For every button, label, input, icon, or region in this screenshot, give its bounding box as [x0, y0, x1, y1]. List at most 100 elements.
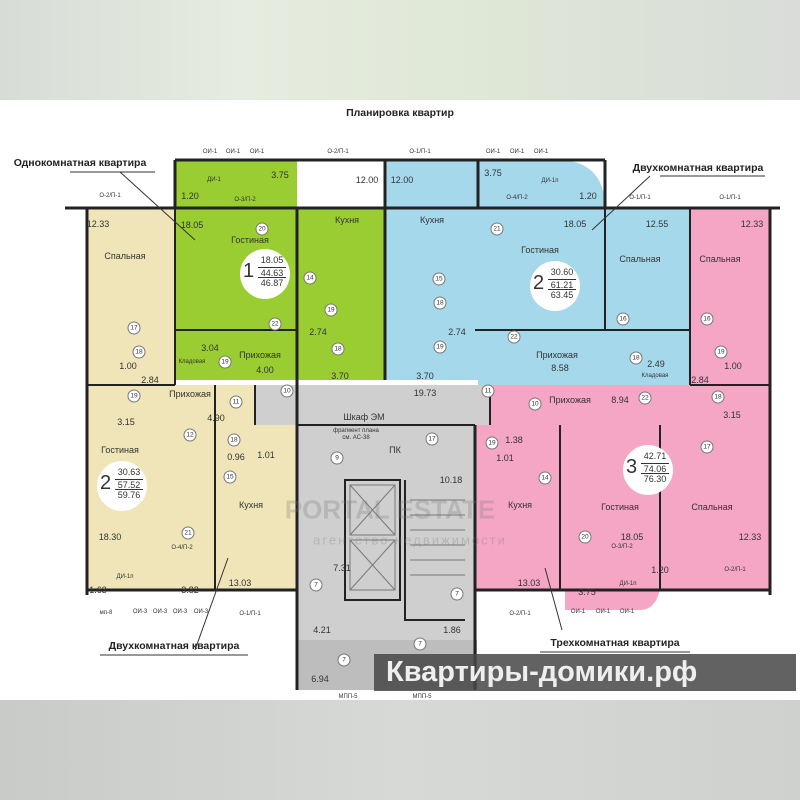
door-number: 18: [227, 433, 241, 447]
window-mark: ОИ-1: [509, 149, 525, 155]
door-number: 19: [324, 303, 338, 317]
room-area: 13.03: [517, 578, 541, 588]
window-mark: МПП-5: [412, 694, 432, 700]
door-number: 15: [432, 272, 446, 286]
room-name: Кухня: [419, 215, 445, 225]
label-one-room: Однокомнатная квартира: [13, 157, 147, 169]
door-number: 17: [700, 440, 714, 454]
room-area: 3.70: [331, 371, 349, 381]
room-area: 6.94: [311, 674, 329, 684]
window-mark: МПП-5: [338, 694, 358, 700]
room-name: Гостиная: [231, 235, 269, 245]
room-name: Спальная: [691, 502, 733, 512]
window-mark: ОИ-3: [193, 609, 209, 615]
room-area: 1.01: [496, 453, 514, 463]
door-number: 20: [578, 530, 592, 544]
room-area: 1.38: [505, 435, 523, 445]
room-area: 2.74: [309, 327, 327, 337]
door-number: 7: [309, 578, 323, 592]
room-area: 3.15: [723, 410, 741, 420]
room-area: 12.00: [390, 175, 414, 185]
door-mark: ДИ-1п: [541, 178, 559, 184]
window-mark: О-4/П-2: [171, 545, 193, 551]
room-area: 7.31: [333, 563, 351, 573]
door-number: 19: [433, 340, 447, 354]
window-mark: ОИ-1: [225, 149, 241, 155]
watermark-site-banner: Квартиры-домики.рф: [374, 654, 796, 691]
door-number: 20: [255, 222, 269, 236]
room-area: 4.21: [313, 625, 331, 635]
room-area: 12.33: [86, 219, 110, 229]
room-name: Гостиная: [601, 502, 639, 512]
room-area: 4.90: [207, 413, 225, 423]
room-area: 1.63: [89, 585, 107, 595]
window-mark: О-2/П-1: [724, 567, 746, 573]
door-number: 11: [481, 384, 495, 398]
door-mark: ДИ-1: [207, 177, 221, 183]
room-area: 0.96: [227, 452, 245, 462]
door-number: 16: [700, 312, 714, 326]
room-area: 12.33: [738, 532, 762, 542]
door-number: 16: [616, 312, 630, 326]
room-area: 2.84: [141, 375, 159, 385]
room-area: 3.82: [181, 585, 199, 595]
door-number: 14: [538, 471, 552, 485]
watermark-agency: агентство недвижимости: [313, 532, 507, 548]
door-number: 18: [132, 345, 146, 359]
window-mark: ОИ-1: [619, 609, 635, 615]
window-mark: ОИ-3: [132, 609, 148, 615]
room-area: 2.84: [691, 375, 709, 385]
room-name: Спальная: [104, 251, 146, 261]
room-area: 13.03: [228, 578, 252, 588]
door-number: 11: [229, 395, 243, 409]
room-area: 1.01: [257, 450, 275, 460]
room-name: Гостиная: [101, 445, 139, 455]
watermark-portal-estate: PORTAL ESTATE: [284, 494, 496, 525]
door-number: 18: [433, 296, 447, 310]
three-room-apartment-area: [475, 208, 770, 610]
room-area: 3.75: [578, 587, 596, 597]
label-three-room: Трехкомнатная квартира: [550, 637, 680, 649]
room-area: 18.05: [180, 220, 204, 230]
door-number: 12: [183, 428, 197, 442]
door-number: 22: [507, 330, 521, 344]
window-mark: ОИ-1: [533, 149, 549, 155]
room-name: Шкаф ЭМ: [343, 412, 385, 422]
window-mark: О-3/П-2: [234, 197, 256, 203]
blurred-footer-strip: [0, 700, 800, 800]
door-number: 7: [450, 587, 464, 601]
door-number: 15: [223, 470, 237, 484]
page-title: Планировка квартир: [346, 107, 454, 119]
door-number: 18: [629, 351, 643, 365]
walls: [65, 158, 780, 690]
room-name: Прихожая: [549, 395, 591, 405]
window-mark: О-1/П-1: [719, 195, 741, 201]
room-name: Прихожая: [169, 389, 211, 399]
room-area: 1.00: [119, 361, 137, 371]
window-mark: О-2/П-1: [327, 149, 349, 155]
room-area: 2.49: [647, 359, 665, 369]
note: фрагмент плана: [333, 428, 379, 434]
room-area: 19.73: [413, 388, 437, 398]
window-mark: мп-8: [99, 610, 113, 616]
room-area: 18.30: [98, 532, 122, 542]
room-area: 18.05: [563, 219, 587, 229]
door-number: 21: [181, 526, 195, 540]
room-area: 10.18: [439, 475, 463, 485]
room-area: 12.00: [355, 175, 379, 185]
window-mark: О-3/П-2: [611, 544, 633, 550]
label-two-room-bottom: Двухкомнатная квартира: [108, 640, 240, 652]
room-name: Кухня: [507, 500, 533, 510]
door-mark: ДИ-1п: [116, 574, 134, 580]
room-area: 1.20: [579, 191, 597, 201]
door-number: 22: [638, 391, 652, 405]
window-mark: О-4/П-2: [506, 195, 528, 201]
door-number: 18: [711, 390, 725, 404]
door-number: 19: [714, 345, 728, 359]
room-area: 1.00: [724, 361, 742, 371]
door-number: 17: [127, 321, 141, 335]
room-area: 3.70: [416, 371, 434, 381]
room-area: 12.55: [645, 219, 669, 229]
